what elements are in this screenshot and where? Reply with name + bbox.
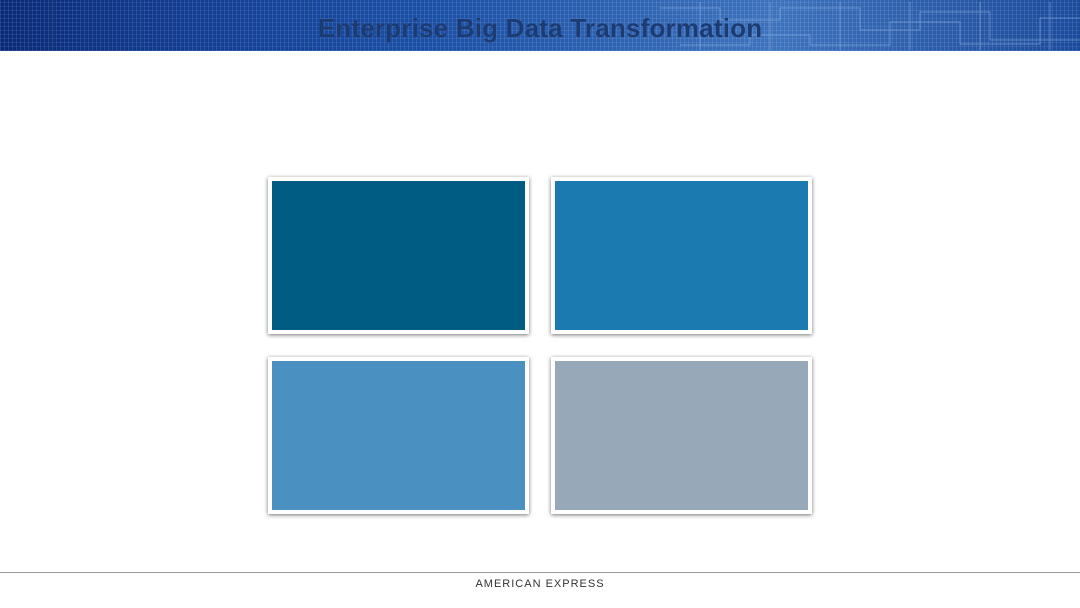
content-tile-1: [268, 177, 529, 334]
content-tile-4: [551, 357, 812, 514]
circuit-pattern-decoration: [660, 2, 1080, 50]
header-banner: Enterprise Big Data Transformation: [0, 0, 1080, 51]
tile-fill-3: [272, 361, 525, 510]
footer-divider: [0, 572, 1080, 573]
tile-fill-2: [555, 181, 808, 330]
slide-title: Enterprise Big Data Transformation: [317, 13, 763, 43]
tile-fill-1: [272, 181, 525, 330]
content-tile-2: [551, 177, 812, 334]
footer-brand-logo: AMERICAN EXPRESS: [475, 578, 605, 590]
content-tile-3: [268, 357, 529, 514]
tile-fill-4: [555, 361, 808, 510]
